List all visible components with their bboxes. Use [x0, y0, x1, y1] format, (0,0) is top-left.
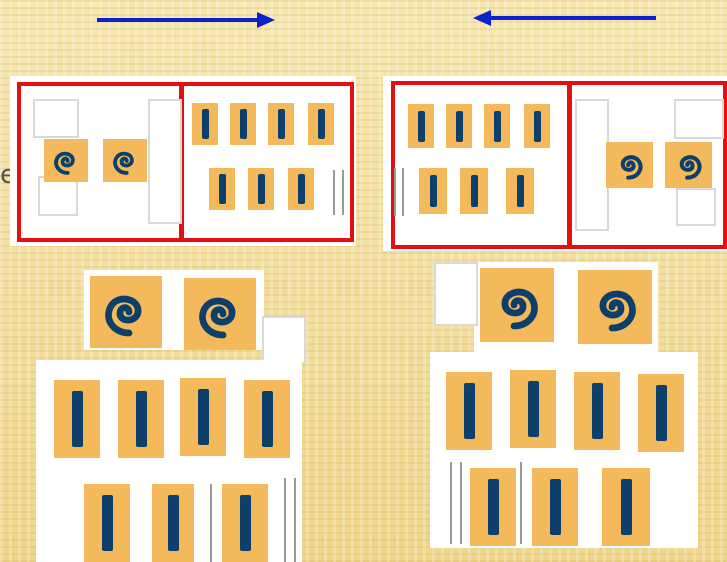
bar-tile: [308, 103, 334, 145]
mirrored-spiral-icon: [501, 288, 538, 330]
bar-tile: [84, 484, 130, 562]
bar-icon: [620, 479, 632, 535]
bar-tile: [574, 372, 620, 450]
arrow-right-icon: [97, 12, 275, 28]
bar-tile: [638, 374, 684, 452]
right-spiral-frame: [568, 81, 727, 249]
bar-tile: [248, 168, 274, 210]
bar-tile: [209, 168, 235, 210]
bar-icon: [591, 383, 603, 439]
bar-tile: [460, 168, 488, 214]
bar-tile: [244, 380, 290, 458]
bar-icon: [429, 175, 437, 207]
arrow-left-icon: [473, 10, 656, 26]
spiral-icon: [54, 151, 75, 175]
bar-icon: [516, 175, 524, 207]
bar-tile: [446, 372, 492, 450]
bar-icon: [101, 495, 113, 551]
bar-tile: [419, 168, 447, 214]
cut-line: [294, 478, 296, 562]
bar-icon: [257, 174, 265, 204]
cut-outline: [575, 99, 609, 231]
mirrored-spiral-tile: [606, 142, 653, 188]
bar-tile: [602, 468, 650, 546]
bar-tile: [524, 104, 550, 148]
bar-tile: [288, 168, 314, 210]
cut-line: [210, 484, 212, 562]
bar-icon: [317, 109, 325, 139]
bar-icon: [455, 110, 463, 142]
bar-icon: [218, 174, 226, 204]
spiral-tile: [184, 278, 256, 350]
spiral-tile: [44, 139, 88, 182]
cut-line: [520, 462, 522, 544]
cut-outline: [38, 176, 78, 216]
bar-icon: [167, 495, 179, 551]
bar-tile: [510, 370, 556, 448]
cut-outline: [674, 99, 724, 139]
bar-icon: [277, 109, 285, 139]
left-bar-frame: [180, 82, 354, 242]
bar-tile: [484, 104, 510, 148]
bar-tile: [408, 104, 434, 148]
bar-tile: [268, 103, 294, 145]
bar-tile: [532, 468, 578, 546]
mirrored-spiral-icon: [620, 155, 642, 180]
bar-icon: [135, 391, 147, 447]
mirrored-spiral-tile: [665, 142, 712, 188]
cut-outline: [148, 99, 182, 224]
bar-icon: [470, 175, 478, 207]
bar-icon: [463, 383, 475, 439]
cut-line: [460, 462, 462, 544]
spiral-icon: [105, 295, 142, 337]
bar-tile: [54, 380, 100, 458]
bar-icon: [261, 391, 273, 447]
bar-tile: [222, 484, 268, 562]
bar-icon: [533, 110, 541, 142]
spiral-tile: [90, 276, 162, 348]
bar-icon: [493, 110, 501, 142]
cut-line: [394, 168, 396, 216]
cut-outline: [434, 262, 478, 326]
bar-tile: [180, 378, 226, 456]
bar-icon: [527, 381, 539, 437]
bar-tile: [470, 468, 516, 546]
cut-line: [402, 168, 404, 216]
cut-line: [333, 170, 335, 215]
bar-tile: [118, 380, 164, 458]
bar-icon: [487, 479, 499, 535]
spiral-tile: [103, 139, 147, 182]
bar-icon: [417, 110, 425, 142]
bar-tile: [446, 104, 472, 148]
cut-outline: [676, 188, 716, 226]
bar-icon: [655, 385, 667, 441]
bar-icon: [297, 174, 305, 204]
mirrored-spiral-tile: [578, 270, 652, 344]
cut-line: [450, 462, 452, 544]
spiral-icon: [113, 151, 134, 175]
bar-tile: [506, 168, 534, 214]
cut-outline: [262, 316, 306, 364]
cut-line: [284, 478, 286, 562]
bar-tile: [230, 103, 256, 145]
bar-icon: [239, 495, 251, 551]
cut-outline: [33, 99, 79, 138]
mirrored-spiral-tile: [480, 268, 554, 342]
bar-icon: [239, 109, 247, 139]
mirrored-spiral-icon: [679, 155, 701, 180]
bar-tile: [192, 103, 218, 145]
mirrored-spiral-icon: [599, 290, 636, 332]
bar-tile: [152, 484, 194, 562]
bar-icon: [201, 109, 209, 139]
cut-line: [342, 170, 344, 215]
bar-icon: [197, 389, 209, 445]
bar-icon: [71, 391, 83, 447]
spiral-icon: [199, 297, 236, 339]
bar-icon: [549, 479, 561, 535]
